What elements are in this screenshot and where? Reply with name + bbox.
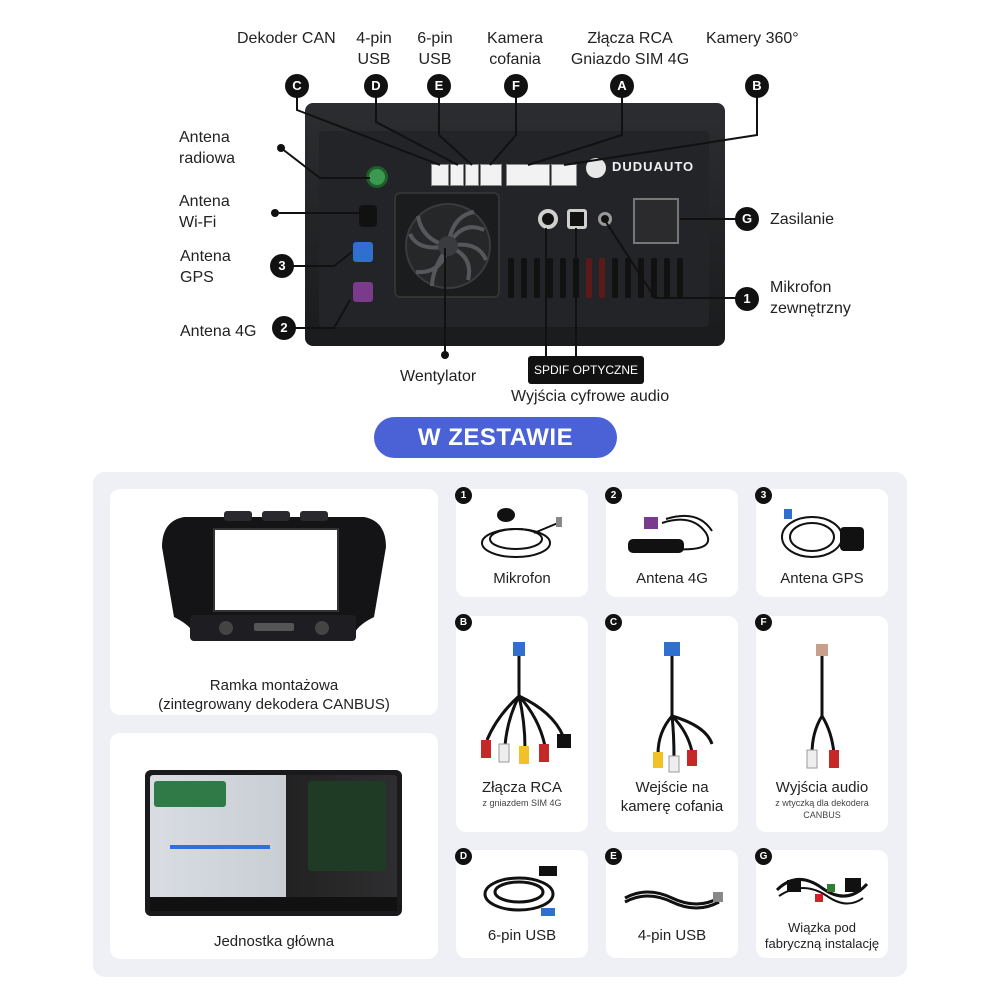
badge-e: E [427, 74, 451, 98]
label-dekoder-can: Dekoder CAN [237, 30, 336, 47]
usb4-cable-image [624, 890, 723, 910]
fan-icon [405, 203, 491, 289]
usb4-title: 4-pin USB [637, 927, 707, 944]
brand-logo-icon [586, 158, 606, 178]
card-usb6: 6-pin USB [456, 850, 588, 958]
label-antena-4g: Antena 4G [180, 323, 257, 340]
label-antena-wifi: Antena Wi-Fi [179, 193, 230, 231]
card-usb4: 4-pin USB [606, 850, 738, 958]
jednostka-title: Jednostka główna [213, 933, 335, 950]
badge-g: G [735, 207, 759, 231]
label-zlacza-rca: Złącza RCA Gniazdo SIM 4G [570, 30, 690, 68]
badge-c: C [285, 74, 309, 98]
antenna-gps-image [781, 509, 864, 558]
label-4pin-usb: 4-pin USB [356, 30, 392, 68]
badge-f: F [504, 74, 528, 98]
audio-title: Wyjścia audio [775, 779, 869, 796]
spdif-tag: SPDIF OPTYCZNE [528, 356, 644, 384]
mounting-frame-image [162, 511, 386, 641]
card-ramka: Ramka montażowa (zintegrowany dekodera C… [110, 489, 438, 715]
rca-harness-image [481, 642, 571, 764]
card-wyjscia-audio: Wyjścia audio z wtyczką dla dekodera CAN… [756, 616, 888, 832]
card-antena-gps: Antena GPS [756, 489, 888, 597]
ramka-title: Ramka montażowa (zintegrowany dekodera C… [158, 677, 390, 713]
kit-badge-3: 3 [755, 487, 772, 504]
card-zlacza-rca: Złącza RCA z gniazdem SIM 4G [456, 616, 588, 832]
antenna-4g-image [628, 515, 713, 553]
section-title: W ZESTAWIE [374, 417, 617, 458]
card-antena-4g: Antena 4G [606, 489, 738, 597]
power-connector [633, 198, 679, 244]
antena4g-title: Antena 4G [636, 570, 708, 587]
label-antena-gps: Antena GPS [180, 248, 231, 286]
kit-badge-1: 1 [455, 487, 472, 504]
kit-badge-d: D [455, 848, 472, 865]
kit-badge-c: C [605, 614, 622, 631]
card-jednostka: Jednostka główna [110, 733, 438, 959]
label-mikrofon-zewnetrzny: Mikrofon zewnętrzny [770, 279, 851, 317]
label-wentylator: Wentylator [400, 368, 477, 385]
label-kamera-cofania: Kamera cofania [486, 30, 544, 68]
kit-badge-g: G [755, 848, 772, 865]
mikrofon-title: Mikrofon [493, 570, 551, 587]
badge-3: 3 [270, 254, 294, 278]
usb6-cable-image [483, 866, 557, 916]
badge-1: 1 [735, 287, 759, 311]
wiazka-title: Wiązka pod fabryczną instalację [764, 920, 880, 951]
camera-cable-image [653, 642, 714, 773]
rca-subtitle: z gniazdem SIM 4G [482, 798, 562, 808]
brand-name: DUDUAUTO [612, 159, 695, 174]
kit-badge-e: E [605, 848, 622, 865]
label-antena-radiowa: Antena radiowa [179, 129, 236, 167]
kit-badge-f: F [755, 614, 772, 631]
kamera-title: Wejście na kamerę cofania [620, 779, 724, 815]
antenna-gps-jack [353, 242, 373, 262]
card-wiazka: Wiązka pod fabryczną instalację [756, 850, 888, 958]
optical-spdif-jack [567, 209, 587, 229]
microphone-jack [598, 212, 612, 226]
kit-badge-2: 2 [605, 487, 622, 504]
badge-2: 2 [272, 316, 296, 340]
rca-title: Złącza RCA [481, 779, 563, 796]
audio-subtitle: z wtyczką dla dekodera CANBUS [775, 798, 869, 820]
kit-badge-b: B [455, 614, 472, 631]
antenna-4g-jack [353, 282, 373, 302]
badge-d: D [364, 74, 388, 98]
card-kamera: Wejście na kamerę cofania [606, 616, 738, 832]
antenna-wifi-jack [359, 205, 377, 227]
antenagps-title: Antena GPS [780, 570, 864, 587]
audio-output-cable-image [806, 644, 839, 769]
label-zasilanie: Zasilanie [770, 211, 835, 228]
cooling-fan [394, 192, 500, 298]
card-mikrofon: Mikrofon [456, 489, 588, 597]
digital-audio-jack [538, 209, 558, 229]
badge-a: A [610, 74, 634, 98]
badge-b: B [745, 74, 769, 98]
head-unit-screen-image [145, 770, 402, 916]
label-6pin-usb: 6-pin USB [417, 30, 453, 68]
microphone-image [481, 508, 562, 558]
label-wyjscia-cyfrowe: Wyjścia cyfrowe audio [511, 388, 670, 405]
wiring-harness-image [775, 878, 869, 905]
label-kamery-360: Kamery 360° [706, 30, 799, 47]
usb6-title: 6-pin USB [487, 927, 557, 944]
